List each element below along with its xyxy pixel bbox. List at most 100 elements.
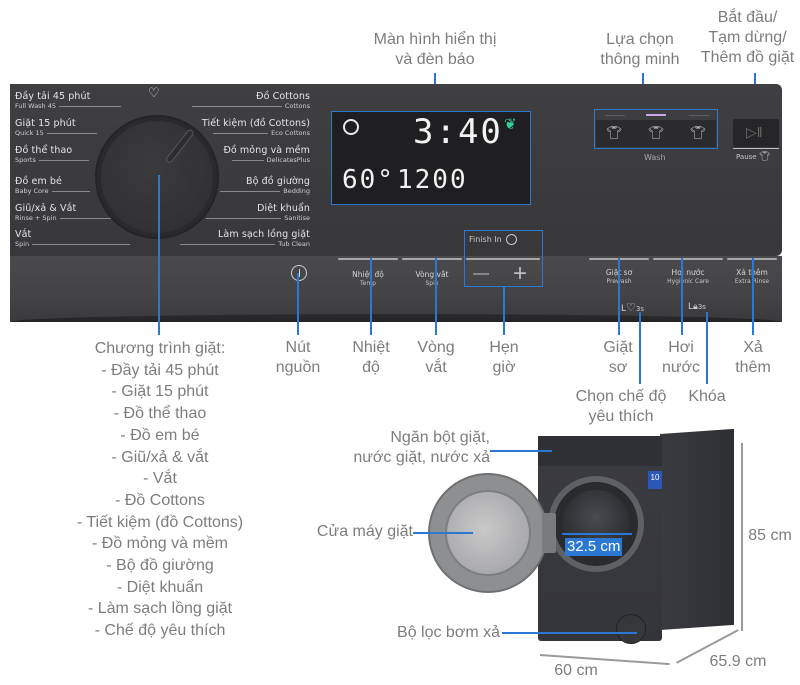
depth-label: 65.9 cm xyxy=(709,653,767,670)
program-quick-15[interactable]: Giặt 15 phút Quick 15 xyxy=(15,118,97,137)
start-pause-button[interactable] xyxy=(733,119,779,147)
programs-list-item: - Chế độ yêu thích xyxy=(94,622,226,640)
callout-start-line3: Thêm đồ giặt xyxy=(700,49,795,66)
callout-start-pause: Bắt đầu/ Tạm dừng/ Thêm đồ giặt xyxy=(695,8,800,68)
display-temperature: 60° xyxy=(342,165,395,195)
width-label: 60 cm xyxy=(554,662,598,679)
add-garment-icon: 👕︎ xyxy=(758,152,771,162)
callout-spin: Vòng vắt xyxy=(417,339,455,376)
leader-line-power xyxy=(297,273,299,335)
program-eco-cottons[interactable]: Tiết kiệm (đồ Cottons) Eco Cottons xyxy=(201,118,310,137)
program-sanitise[interactable]: Diệt khuẩn Sanitise xyxy=(206,203,310,222)
favorite-hold-indicator: L♡3s xyxy=(621,301,644,314)
leader-line-temp xyxy=(370,258,372,335)
display-spin-speed: 1200 xyxy=(397,165,468,195)
leader-line-steam xyxy=(681,258,683,335)
washer-side-panel xyxy=(660,428,734,630)
highlight-display xyxy=(331,111,531,205)
callout-timer: Hẹn giờ xyxy=(489,339,519,376)
power-button[interactable] xyxy=(291,265,307,281)
callout-display-line1: Màn hình hiển thị xyxy=(373,31,497,48)
power-icon xyxy=(299,269,300,277)
leader-line-lock xyxy=(706,312,708,384)
temp-button[interactable]: Nhiệt độ Temp xyxy=(352,270,384,287)
lcd-display xyxy=(331,111,531,205)
filter-cover xyxy=(616,614,646,644)
program-delicates-plus[interactable]: Đồ mỏng và mềm DelicatesPlus xyxy=(223,145,310,164)
smart-indicator-3 xyxy=(689,115,709,116)
callout-door: Cửa máy giặt xyxy=(316,523,413,540)
programs-list-item: - Đồ mỏng và mềm xyxy=(91,535,229,553)
programs-list-item: - Đồ thể thao xyxy=(113,405,207,423)
callout-temp: Nhiệt độ xyxy=(352,339,390,376)
callout-favorite: Chọn chế độ yêu thích xyxy=(575,388,667,425)
callout-power: Nút nguồn xyxy=(275,339,321,376)
program-dial[interactable] xyxy=(101,121,213,233)
wash-label: Wash xyxy=(644,153,666,162)
heart-icon: ♡ xyxy=(148,85,160,100)
programs-list-item: - Làm sạch lồng giặt xyxy=(87,600,233,618)
program-full-wash-45[interactable]: Đầy tải 45 phút Full Wash 45 xyxy=(15,91,122,110)
extra-rinse-button[interactable]: Xả thêm Extra Rinse xyxy=(734,268,770,285)
play-pause-icon: ▷‖ xyxy=(746,124,763,140)
timer-plus-button[interactable]: + xyxy=(513,260,528,287)
control-panel-lower xyxy=(10,256,782,322)
program-spin[interactable]: Vắt Spin xyxy=(15,229,131,248)
callout-display-line2: và đèn báo xyxy=(395,51,475,68)
callout-filter: Bộ lọc bơm xả xyxy=(397,624,500,641)
programs-list-item: - Đồ Cottons xyxy=(115,491,205,509)
callout-steam: Hơi nước xyxy=(661,339,701,376)
programs-list-item: - Tiết kiệm (đồ Cottons) xyxy=(76,513,244,531)
callout-prewash: Giặt sơ xyxy=(603,339,633,376)
shirt-icon-medium[interactable]: 👕︎ xyxy=(648,125,665,140)
leader-line-extra-rinse xyxy=(752,258,754,335)
leader-line-filter xyxy=(502,632,637,634)
pause-label: Pause 👕︎ xyxy=(736,152,771,162)
callout-smart-choice: Lựa chọn thông minh xyxy=(590,30,690,70)
programs-list-item: - Giặt 15 phút xyxy=(111,383,209,401)
timer-minus-button[interactable]: — xyxy=(473,265,489,282)
shirt-icon-light[interactable]: 👕︎ xyxy=(606,125,623,140)
heart-small-icon: ♡ xyxy=(626,301,636,314)
door-diameter-arrow xyxy=(562,533,632,535)
leader-line-door xyxy=(413,532,473,534)
energy-label: 10 xyxy=(648,471,662,489)
programs-list-title: Chương trình giặt: xyxy=(94,340,226,357)
timer-bar xyxy=(466,258,540,260)
programs-list-item: - Bộ đồ giường xyxy=(106,557,214,575)
programs-list: Chương trình giặt: - Đầy tải 45 phút - G… xyxy=(40,338,280,642)
program-tub-clean[interactable]: Làm sạch lồng giặt Tub Clean xyxy=(180,229,310,248)
programs-list-item: - Diệt khuẩn xyxy=(116,578,204,596)
callout-start-line2: Tạm dừng/ xyxy=(708,29,787,46)
hygienic-care-button[interactable]: Hơi nước Hygienic Care xyxy=(667,268,709,285)
display-time: 3:40 xyxy=(413,112,503,152)
height-arrow xyxy=(741,443,743,631)
program-sports[interactable]: Đồ thể thao Sports xyxy=(15,145,89,164)
smart-choice-panel xyxy=(596,120,716,147)
callout-smart-line1: Lựa chọn xyxy=(606,31,674,48)
pause-underline xyxy=(733,148,779,149)
door-diameter-label: 32.5 cm xyxy=(565,538,623,556)
spin-button[interactable]: Vòng vắt Spin xyxy=(415,270,449,287)
leader-line-favorite xyxy=(639,312,641,384)
height-label: 85 cm xyxy=(748,527,792,544)
callout-detergent: Ngăn bột giặt, nước giặt, nước xả xyxy=(353,429,490,466)
lock-hold-indicator: L🔒︎3s xyxy=(688,302,706,312)
callout-smart-line2: thông minh xyxy=(600,51,680,68)
washer-control-strip xyxy=(538,436,662,466)
steam-bar xyxy=(653,258,723,260)
program-bedding[interactable]: Bộ đồ giường Bedding xyxy=(220,176,310,195)
programs-list-item: - Đồ em bé xyxy=(120,426,200,444)
callout-extra-rinse: Xả thêm xyxy=(735,339,771,376)
leader-line-detergent xyxy=(490,450,552,452)
finish-in-label: Finish In xyxy=(469,234,518,245)
callout-lock: Khóa xyxy=(688,388,726,405)
shirt-icon-heavy[interactable]: 👕︎ xyxy=(690,125,707,140)
program-baby-care[interactable]: Đồ em bé Baby Core xyxy=(15,176,90,195)
program-cottons[interactable]: Đồ Cottons Cottons xyxy=(191,91,310,110)
highlight-timer xyxy=(464,230,543,287)
programs-list-item: - Giũ/xả & vắt xyxy=(111,448,209,466)
program-rinse-spin[interactable]: Giũ/xả & Vắt Rinse + Spin xyxy=(15,203,112,222)
temp-bar xyxy=(338,258,398,260)
programs-list-item: - Đầy tải 45 phút xyxy=(101,361,219,379)
